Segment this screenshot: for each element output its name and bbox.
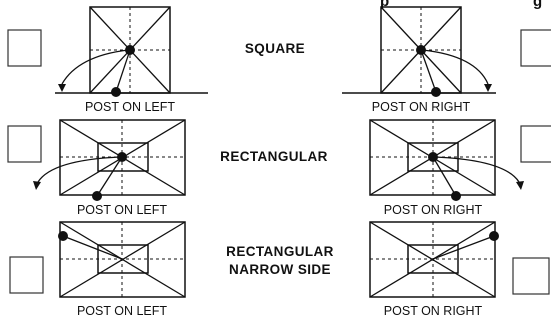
rectangular-left-checkbox[interactable] (7, 125, 42, 163)
square-right-checkbox[interactable] (520, 29, 551, 67)
rectangular-type-label: RECTANGULAR (220, 149, 328, 164)
header-fragment-left: p (380, 0, 389, 10)
post-on-left-label: POST ON LEFT (77, 203, 167, 217)
post-dot (451, 191, 461, 201)
post-dot (431, 87, 441, 97)
square-left-figure: POST ON LEFT (7, 6, 208, 114)
post-on-left-label: POST ON LEFT (85, 100, 175, 114)
rectangular-right-checkbox[interactable] (520, 125, 551, 163)
narrow-side-right-figure: POST ON RIGHT (369, 221, 550, 318)
post-on-left-label: POST ON LEFT (77, 304, 167, 318)
header-fragment-right: g (533, 0, 542, 10)
post-dot (92, 191, 102, 201)
narrow-side-type-label-line1: RECTANGULAR (226, 244, 334, 259)
post-dot (58, 231, 68, 241)
post-on-right-label: POST ON RIGHT (372, 100, 471, 114)
narrow-side-left-figure: POST ON LEFT (9, 221, 186, 318)
umbrella-pole-dot (125, 45, 135, 55)
square-type-label: SQUARE (245, 41, 305, 56)
post-dot (489, 231, 499, 241)
umbrella-pole-dot (416, 45, 426, 55)
narrow-side-right-checkbox[interactable] (512, 257, 550, 295)
narrow-side-left-checkbox[interactable] (9, 256, 44, 294)
rectangular-right-figure: POST ON RIGHT (369, 119, 551, 217)
post-dot (111, 87, 121, 97)
rectangular-left-figure: POST ON LEFT (7, 119, 186, 217)
square-left-checkbox[interactable] (7, 29, 42, 67)
narrow-side-type-label-line2: NARROW SIDE (229, 262, 331, 277)
post-on-right-label: POST ON RIGHT (384, 304, 483, 318)
square-right-figure: POST ON RIGHT (342, 6, 551, 114)
umbrella-pole-dot (428, 152, 438, 162)
umbrella-pole-dot (117, 152, 127, 162)
post-on-right-label: POST ON RIGHT (384, 203, 483, 217)
